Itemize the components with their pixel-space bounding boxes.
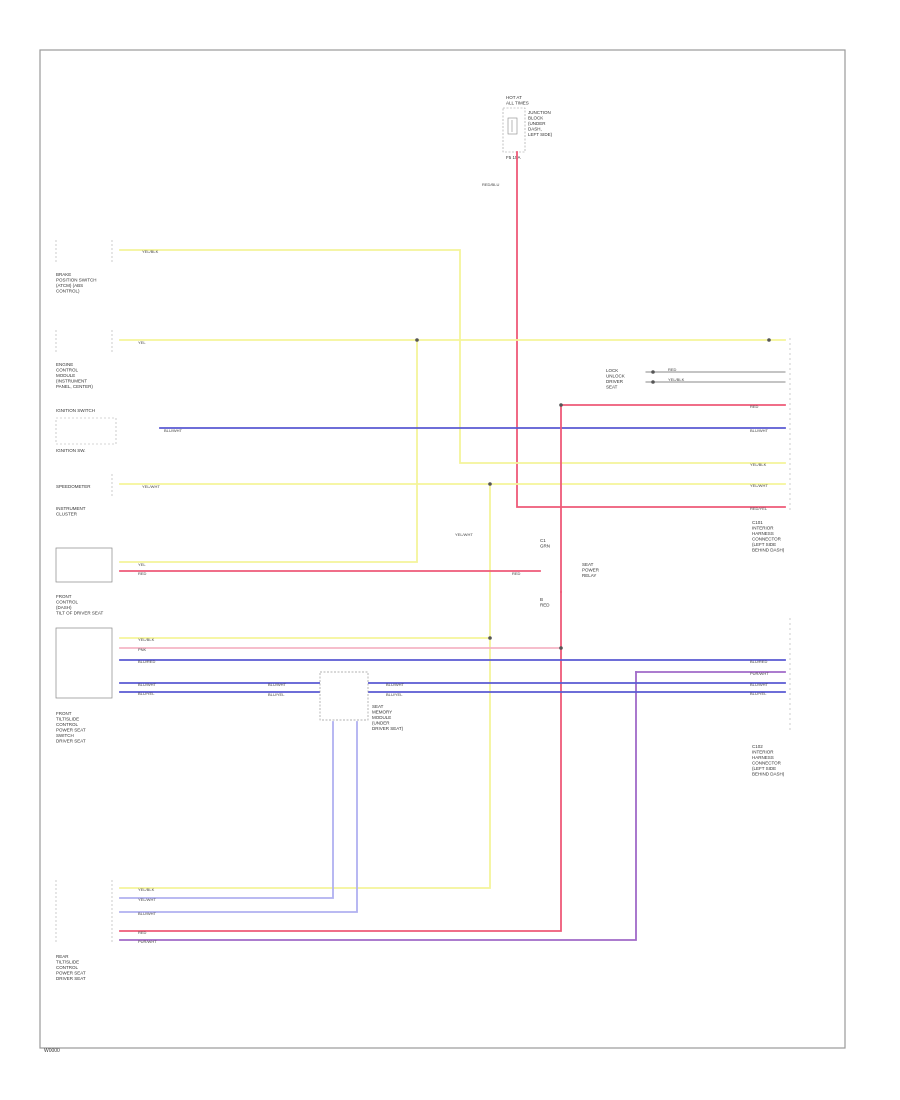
wire-label: BLU/YEL [386, 692, 403, 697]
wire-top-red-label: RED/BLU [482, 182, 499, 187]
wire-label: RED [750, 404, 759, 409]
wire-label: YEL/WHT [455, 532, 473, 537]
wire-speed-yellow-drop [119, 483, 491, 889]
wire-front-purple-drop [119, 671, 637, 941]
wire-label: YEL/WHT [138, 897, 156, 902]
wire-module-blue-a [119, 721, 334, 899]
wire-label: RED [512, 571, 521, 576]
wire-label: RED [138, 571, 147, 576]
comp4-title: SPEEDOMETER [56, 484, 91, 489]
splice-dots [415, 338, 771, 650]
wires [119, 151, 786, 941]
wire-label: PNK [138, 647, 147, 652]
wire-label: YEL/WHT [142, 484, 160, 489]
wire-label: YEL [138, 562, 146, 567]
wire-label: YEL/BLK [138, 637, 155, 642]
wire-label: YEL/BLK [138, 887, 155, 892]
wire-relay-red-up [560, 404, 786, 593]
wire-label: BLU/RED [138, 659, 155, 664]
wire-label: BLU/YEL [138, 691, 155, 696]
wire-label: BLU/RED [750, 659, 767, 664]
footer-code: W0000 [44, 1048, 60, 1054]
wire-label: RED/YEL [750, 506, 768, 511]
wire-ecm-yellow-drop [119, 339, 418, 563]
wire-label: PUR/WHT [750, 671, 769, 676]
wire-label: BLU/WHT [750, 682, 769, 687]
wire-label: YEL/BLK [142, 249, 159, 254]
wire-label: BLU/WHT [750, 428, 769, 433]
wire-label: BLU/WHT [164, 428, 183, 433]
wire-label: YEL/BLK [668, 377, 685, 382]
wire-label: BLU/WHT [268, 682, 287, 687]
wire-label: YEL/BLK [750, 462, 767, 467]
wire-module-blue-b [119, 721, 358, 913]
wire-label: BLU/WHT [138, 682, 157, 687]
diagram-frame [39, 49, 846, 1049]
comp3-title: IGNITION SWITCH [56, 408, 95, 413]
wire-fuse-red [516, 151, 786, 508]
wire-label: BLU/YEL [268, 692, 285, 697]
wire-label: YEL/WHT [750, 483, 768, 488]
component-ignition: IGNITION SWITCH IGNITION SW. BLU/WHT [55, 408, 183, 453]
wire-label: BLU/WHT [138, 911, 157, 916]
wire-label: BLU/YEL [750, 691, 767, 696]
wire-relay-red-down [119, 591, 562, 932]
wire-label: YEL [138, 340, 146, 345]
fuse-pins: F5 15A [506, 155, 521, 160]
wire-label: PUR/WHT [138, 939, 157, 944]
wire-brake-yellow [119, 249, 786, 464]
wire-label: RED [138, 930, 147, 935]
wire-label: BLU/WHT [386, 682, 405, 687]
wire-label: RED [668, 367, 677, 372]
comp3-desc: IGNITION SW. [56, 448, 86, 453]
